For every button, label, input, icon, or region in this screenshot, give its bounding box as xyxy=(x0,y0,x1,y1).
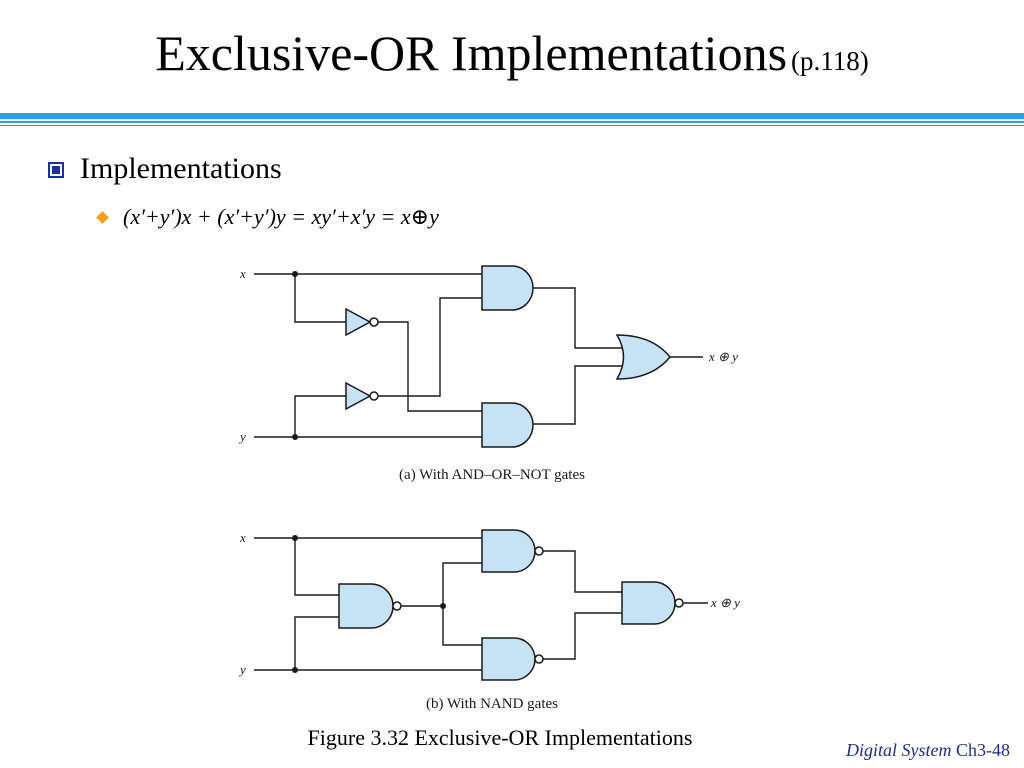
nand-gate-input xyxy=(338,583,394,629)
diagram-a-input-x-label: x xyxy=(239,266,246,281)
junction-dot xyxy=(440,603,446,609)
title-page-reference: (p.118) xyxy=(791,46,869,76)
wire-b-nand1-to-nand3 xyxy=(442,606,482,646)
footer-page-number: Ch3-48 xyxy=(956,740,1010,760)
junction-dot xyxy=(292,535,298,541)
junction-dot xyxy=(292,271,298,277)
wire-b-nand2-to-nand4 xyxy=(543,550,622,593)
title-divider-thin-1 xyxy=(0,121,1024,123)
nand-gate-upper-bubble xyxy=(534,546,544,556)
bullet-text: Implementations xyxy=(80,152,282,185)
figure-caption: Figure 3.32 Exclusive-OR Implementations xyxy=(307,725,693,750)
diagram-b-output-label: x ⊕ y xyxy=(710,595,740,610)
wire-a-noty-to-and1 xyxy=(378,297,482,397)
wire-a-y-to-not xyxy=(294,395,346,437)
bullet-implementations: Implementations xyxy=(48,152,282,186)
and-gate-lower xyxy=(481,402,534,448)
not-gate-x-bubble xyxy=(369,317,379,327)
title-text: Exclusive-OR Implementations xyxy=(155,25,788,81)
wire-a-and1-to-or xyxy=(533,287,622,349)
not-gate-y-bubble xyxy=(369,391,379,401)
diagram-a-output-label: x ⊕ y xyxy=(708,349,738,364)
not-gate-y xyxy=(345,381,372,411)
xor-formula: (x′+y′)x + (x′+y′)y = xy′+x′y = x⊕y xyxy=(123,204,439,229)
title-divider-thin-2 xyxy=(0,125,1024,126)
sub-bullet-formula: (x′+y′)x + (x′+y′)y = xy′+x′y = x⊕y xyxy=(96,204,439,230)
junction-dot xyxy=(292,667,298,673)
and-gate-upper xyxy=(481,265,534,311)
slide-title: Exclusive-OR Implementations (p.118) xyxy=(0,24,1024,82)
diagram-a-input-y-label: y xyxy=(238,429,246,444)
wire-a-notx-to-and2 xyxy=(378,321,482,412)
nand-gate-input-bubble xyxy=(392,601,402,611)
title-divider-thick xyxy=(0,113,1024,119)
nand-gate-lower xyxy=(481,637,536,681)
diagram-b-caption: (b) With NAND gates xyxy=(426,696,558,712)
slide-footer: Digital System Ch3-48 xyxy=(846,740,1010,761)
nand-gate-output-bubble xyxy=(674,598,684,608)
nand-gate-output xyxy=(621,581,676,625)
footer-course-name: Digital System xyxy=(846,740,952,760)
diagram-a-caption: (a) With AND–OR–NOT gates xyxy=(399,467,585,483)
diagram-b-input-y-label: y xyxy=(238,662,246,677)
nand-gate-upper xyxy=(481,529,536,573)
junction-dot xyxy=(292,434,298,440)
nand-gate-lower-bubble xyxy=(534,654,544,664)
or-gate xyxy=(615,334,671,380)
wire-b-x-to-nand1 xyxy=(294,538,339,596)
wire-a-and2-to-or xyxy=(533,365,622,425)
wire-b-nand1-to-nand2 xyxy=(442,562,482,606)
wire-b-nand3-to-nand4 xyxy=(543,612,622,660)
wire-a-x-to-not xyxy=(294,274,346,323)
wire-b-y-to-nand1 xyxy=(294,616,339,670)
diagram-b-input-x-label: x xyxy=(239,530,246,545)
not-gate-x xyxy=(345,307,372,337)
square-bullet-icon xyxy=(48,162,64,178)
